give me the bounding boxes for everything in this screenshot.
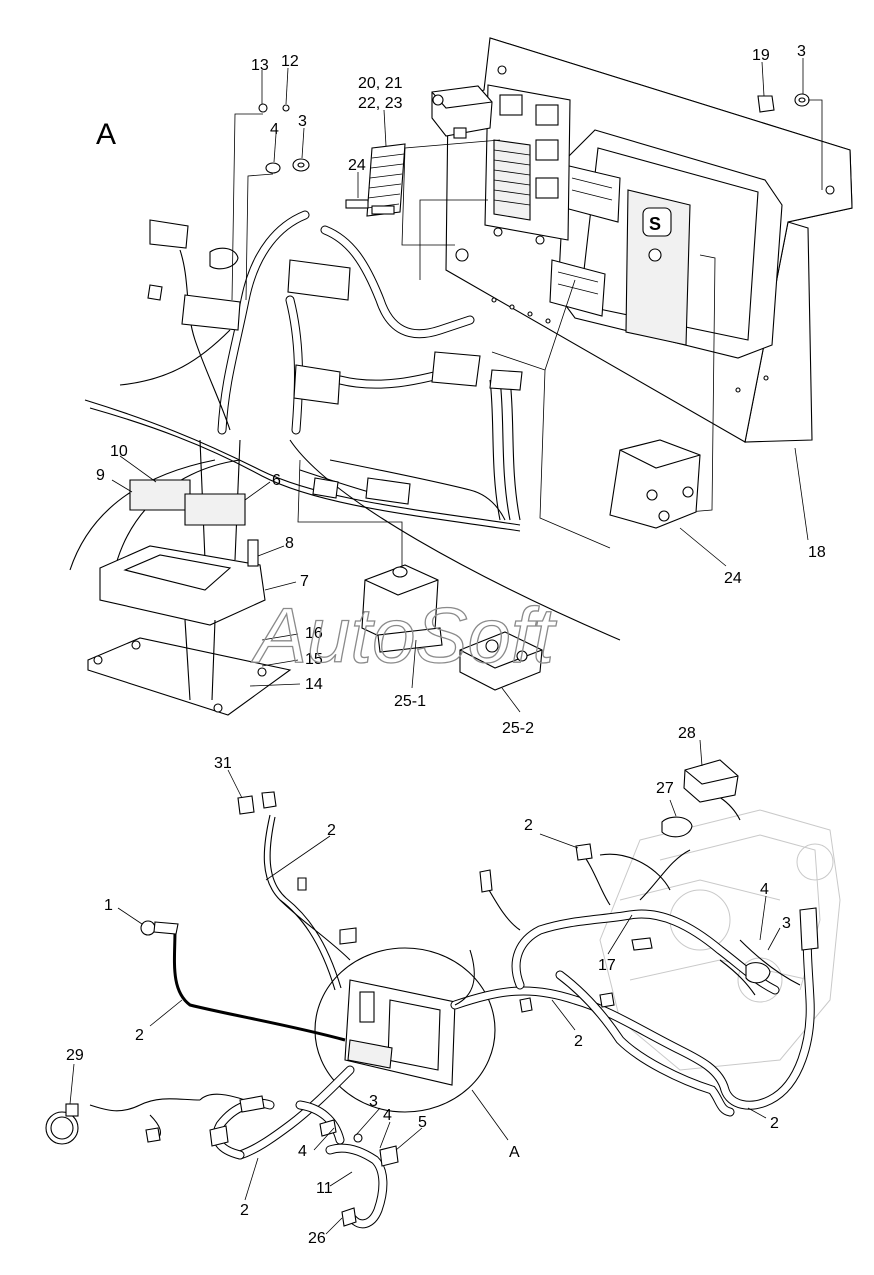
thin-wires [89, 789, 801, 1141]
callout-18: 18 [808, 544, 826, 561]
callouts-bottom: 28 31 27 2 2 1 4 3 17 2 2 29 3 4 5 4 A 1… [66, 725, 791, 1247]
callout-3: 3 [369, 1093, 378, 1110]
callout-10: 10 [110, 443, 128, 460]
callout-31: 31 [214, 755, 232, 772]
callout-9: 9 [96, 467, 105, 484]
callout-8: 8 [285, 535, 294, 552]
callout-22-23: 22, 23 [358, 95, 403, 112]
callouts-top: 13 12 4 3 20, 21 22, 23 24 19 3 10 9 6 8… [96, 43, 826, 737]
detail-leader-lines [231, 99, 823, 570]
panel-small [344, 979, 456, 1086]
callout-25-2: 25-2 [502, 720, 534, 737]
relay-24 [609, 439, 701, 529]
callout-5: 5 [418, 1114, 427, 1131]
view-label: A [96, 118, 116, 151]
main-relay [431, 85, 493, 139]
callout-14: 14 [305, 676, 323, 693]
watermark: AutoSoft [251, 591, 558, 679]
callout-2: 2 [770, 1115, 779, 1132]
callout-24: 24 [724, 570, 742, 587]
callout-17: 17 [598, 957, 616, 974]
fuse-set [345, 143, 406, 217]
callout-4: 4 [383, 1107, 392, 1124]
callout-19: 19 [752, 47, 770, 64]
callout-leaders-top [111, 58, 809, 713]
harness-connectors [147, 219, 523, 505]
svg-text:S: S [649, 214, 661, 234]
callout-a: A [509, 1144, 520, 1161]
callout-15: 15 [305, 651, 323, 668]
callout-7: 7 [300, 573, 309, 590]
relay-25-2 [459, 631, 543, 691]
callout-3: 3 [298, 113, 307, 130]
callout-2: 2 [135, 1027, 144, 1044]
callout-3: 3 [797, 43, 806, 60]
pedestal-bracket [69, 439, 292, 716]
relay-25-1 [361, 564, 443, 653]
callout-13: 13 [251, 57, 269, 74]
detail-view-a: A S [69, 37, 853, 737]
detail-circle-a [314, 947, 509, 1141]
callout-2: 2 [240, 1202, 249, 1219]
callout-4: 4 [270, 121, 279, 138]
callout-25-1: 25-1 [394, 693, 426, 710]
callout-leaders-bottom [69, 739, 781, 1235]
overall-harness-view: 28 31 27 2 2 1 4 3 17 2 2 29 3 4 5 4 A 1… [45, 725, 841, 1247]
callout-4: 4 [298, 1143, 307, 1160]
callout-29: 29 [66, 1047, 84, 1064]
callout-2: 2 [327, 822, 336, 839]
bottom-components [45, 759, 819, 1227]
callout-24: 24 [348, 157, 366, 174]
callout-28: 28 [678, 725, 696, 742]
callout-20-21: 20, 21 [358, 75, 403, 92]
callout-12: 12 [281, 53, 299, 70]
callout-2: 2 [524, 817, 533, 834]
callout-4: 4 [760, 881, 769, 898]
callout-1: 1 [104, 897, 113, 914]
callout-16: 16 [305, 625, 323, 642]
callout-2: 2 [574, 1033, 583, 1050]
control-unit: S [549, 129, 783, 359]
fuse-relay-block [484, 84, 571, 245]
fastener-parts [258, 93, 810, 174]
callout-3: 3 [782, 915, 791, 932]
callout-6: 6 [272, 472, 281, 489]
callout-26: 26 [308, 1230, 326, 1247]
callout-27: 27 [656, 780, 674, 797]
callout-11: 11 [316, 1180, 333, 1197]
